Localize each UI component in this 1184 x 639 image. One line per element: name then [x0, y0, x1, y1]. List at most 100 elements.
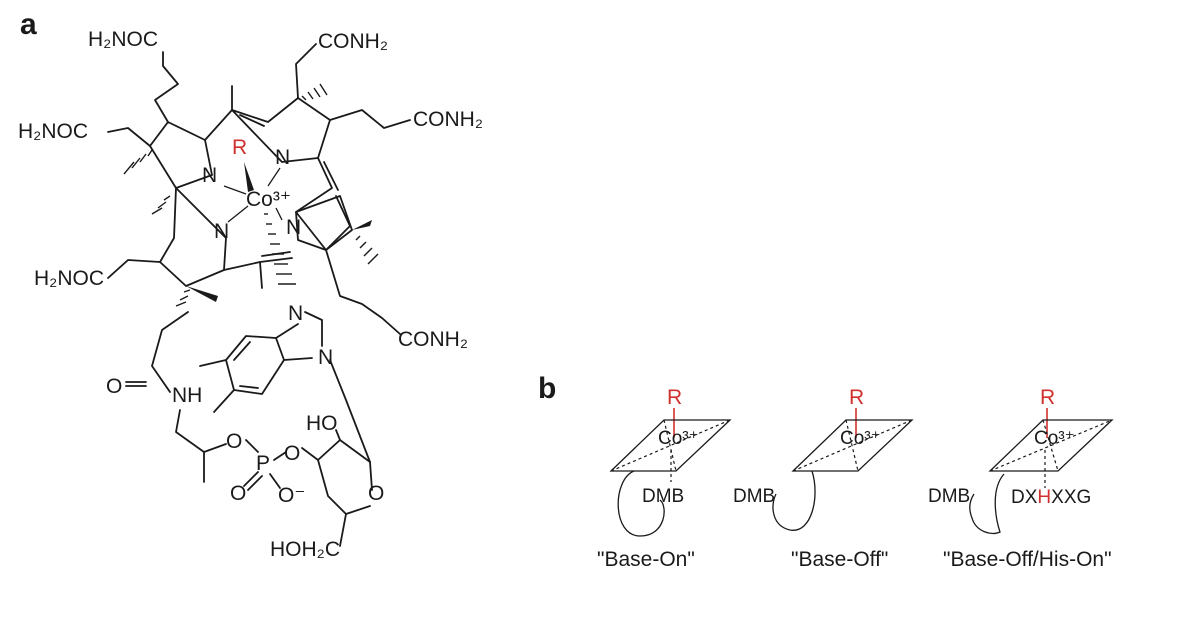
label-n-bzim-lower: N: [318, 346, 333, 369]
bond-p-o-minus: [269, 473, 281, 489]
panel-letter-b: b: [538, 372, 556, 405]
wedge-co-r: [244, 162, 254, 192]
hash-topright-methyl: [301, 83, 328, 101]
label-n-ring-d: N: [214, 220, 229, 243]
bond-bzim-methyl1: [199, 359, 227, 367]
label-o-minus: O⁻: [278, 484, 305, 507]
bond-bzim-methyl2: [213, 389, 235, 413]
hash-ring-d-methyl: [175, 289, 191, 307]
bond-bzim-imid: [304, 311, 323, 347]
bond-ribose-bottom: [317, 459, 371, 515]
scheme3-caption: "Base-Off/His-On": [943, 548, 1112, 571]
scheme2-axial-r: R: [849, 386, 864, 409]
bond-bzim-fuse: [275, 323, 313, 361]
wedge-ring-c-methyl: [352, 220, 372, 230]
scheme2-tether: [772, 470, 816, 531]
scheme2-diag2: [845, 419, 859, 472]
scheme1-metal: Co³⁺: [658, 428, 699, 449]
scheme2-metal: Co³⁺: [840, 428, 881, 449]
scheme1-diag2: [663, 419, 677, 472]
scheme1-plane: [609, 419, 732, 472]
label-o-link1: O: [226, 430, 242, 453]
bond-chain-lowerright: [325, 249, 401, 335]
scheme3-base: DMB: [928, 486, 970, 507]
bond-double-b: [239, 114, 265, 127]
label-ho-ribose: HO: [306, 412, 338, 435]
label-conh2-lower: CONH₂: [398, 328, 468, 351]
label-n-ring-b: N: [275, 146, 290, 169]
bond-methyl-c15: [259, 261, 263, 289]
scheme2-caption: "Base-Off": [791, 548, 888, 571]
wedge-ring-d-methyl: [186, 286, 218, 302]
bond-chain-left: [107, 127, 151, 147]
scheme3-diag2: [1042, 419, 1059, 472]
scheme-base-off-his-on: R Co³⁺ DMB DXHXXG "Base-Off/His-On": [928, 386, 1114, 571]
bond-o-p: [245, 439, 259, 453]
bond-co-n1: [223, 185, 247, 195]
scheme1-tether: [617, 470, 665, 537]
bond-co-n3: [275, 207, 283, 221]
bond-chain-right: [329, 109, 411, 129]
bond-co-n2: [267, 167, 281, 187]
bond-ribose-top: [301, 439, 373, 491]
panel-letter-a: a: [20, 8, 37, 41]
bond-amide-co: [125, 381, 147, 387]
scheme1-axial-r: R: [667, 386, 682, 409]
label-o-link2: O: [284, 442, 300, 465]
hash-ring-c-methyl: [355, 235, 379, 265]
ring-a: [149, 121, 213, 189]
scheme3-motif-pre: DX: [1011, 487, 1038, 508]
bond-p-o2: [273, 451, 287, 461]
label-nh-amide: NH: [172, 384, 202, 407]
scheme3-motif: DXHXXG: [1011, 487, 1091, 508]
bond-propionamide: [151, 311, 189, 393]
bond-ribose-oh: [335, 429, 341, 441]
bond-bzim-benzene: [225, 335, 285, 395]
bond-p-dbl-o: [243, 471, 263, 491]
label-n-bzim-upper: N: [288, 302, 303, 325]
label-o-ring: O: [368, 482, 384, 505]
label-p: P: [256, 452, 270, 475]
scheme3-motif-post: XXG: [1051, 487, 1091, 508]
bond-chain-topleft: [154, 51, 179, 123]
scheme3-tether: [969, 473, 1005, 535]
scheme2-base: DMB: [733, 486, 775, 507]
label-h2noc-lower: H₂NOC: [34, 267, 104, 290]
label-o-amide: O: [106, 375, 122, 398]
label-conh2-right: CONH₂: [413, 108, 483, 131]
scheme-base-off: R Co³⁺ DMB "Base-Off": [733, 386, 914, 571]
bond-chain-lowerleft: [107, 259, 161, 279]
bond-c-o-link: [203, 443, 227, 453]
label-h2noc-left: H₂NOC: [18, 120, 88, 143]
scheme2-plane: [791, 419, 914, 472]
label-conh2-top: CONH₂: [318, 30, 388, 53]
label-cobalt: Co³⁺: [246, 188, 291, 211]
bond-aminopropanol: [175, 409, 205, 483]
bond-meso-ab: [204, 109, 233, 141]
label-h2noc-top: H₂NOC: [88, 28, 158, 51]
bond-chain-topright: [295, 43, 317, 99]
hash-ring-a-methyl2: [151, 195, 171, 215]
ring-b: [231, 97, 331, 163]
hash-co-dmb: [264, 213, 296, 285]
label-r-axial: R: [232, 136, 247, 159]
bond-co-n4: [227, 205, 249, 223]
cobalamin-structure: H₂NOC CONH₂ CONH₂ H₂NOC CONH₂: [18, 28, 483, 561]
label-o-dbl: O: [230, 482, 246, 505]
scheme3-axial-r: R: [1040, 386, 1055, 409]
scheme3-motif-his: H: [1037, 487, 1051, 508]
hash-ring-a-methyl: [123, 149, 153, 175]
label-hoh2c: HOH₂C: [270, 538, 340, 561]
scheme1-caption: "Base-On": [597, 548, 695, 571]
scheme-base-on: R Co³⁺ DMB "Base-On": [597, 386, 732, 571]
label-n-ring-a: N: [202, 164, 217, 187]
bond-n-glycosidic: [329, 359, 371, 463]
bond-ribose-ch2: [339, 513, 347, 547]
bond-double-meso-c: [323, 161, 339, 191]
label-n-ring-c: N: [286, 216, 301, 239]
scheme1-base: DMB: [642, 486, 684, 507]
scheme3-metal: Co³⁺: [1034, 428, 1075, 449]
bond-bzim-double: [233, 341, 259, 389]
